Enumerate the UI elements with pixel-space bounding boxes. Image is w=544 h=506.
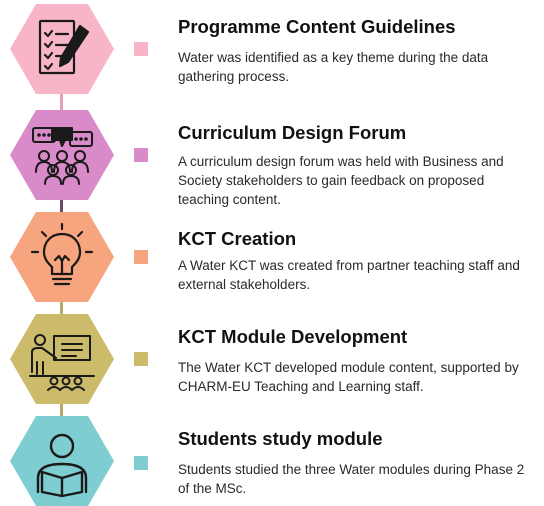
step-3-color-marker	[134, 250, 148, 264]
step-1-hexagon	[10, 4, 114, 94]
step-2-hexagon	[10, 110, 114, 200]
step-4-hexagon	[10, 314, 114, 404]
connector-line	[60, 298, 63, 318]
step-2-color-marker	[134, 148, 148, 162]
step-4-description: The Water KCT developed module content, …	[178, 360, 519, 394]
step-1-color-marker	[134, 42, 148, 56]
hexagon-shape	[10, 110, 114, 200]
document-checklist-pen-icon	[38, 19, 90, 75]
step-1-title: Programme Content Guidelines	[178, 16, 456, 37]
lightbulb-idea-icon	[30, 222, 94, 286]
step-5-color-marker	[134, 456, 148, 470]
step-4-color-marker	[134, 352, 148, 366]
step-2-description: A curriculum design forum was held with …	[178, 154, 504, 207]
step-4-title: KCT Module Development	[178, 326, 408, 347]
step-5-title: Students study module	[178, 428, 383, 449]
step-5-hexagon	[10, 416, 114, 506]
step-5-description: Students studied the three Water modules…	[178, 462, 525, 496]
hexagon-shape	[10, 416, 114, 506]
teacher-presentation-icon	[29, 334, 95, 391]
step-3-description: A Water KCT was created from partner tea…	[178, 258, 520, 292]
connector-line	[60, 196, 63, 216]
connector-line	[60, 92, 63, 114]
student-reading-icon	[36, 433, 88, 498]
connector-line	[60, 400, 63, 420]
hexagon-shape	[10, 212, 114, 302]
group-discussion-icon	[32, 127, 93, 185]
step-1-description: Water was identified as a key theme duri…	[178, 50, 489, 84]
step-2-title: Curriculum Design Forum	[178, 122, 407, 143]
step-3-hexagon	[10, 212, 114, 302]
step-3-title: KCT Creation	[178, 228, 297, 249]
hexagon-shape	[10, 4, 114, 94]
